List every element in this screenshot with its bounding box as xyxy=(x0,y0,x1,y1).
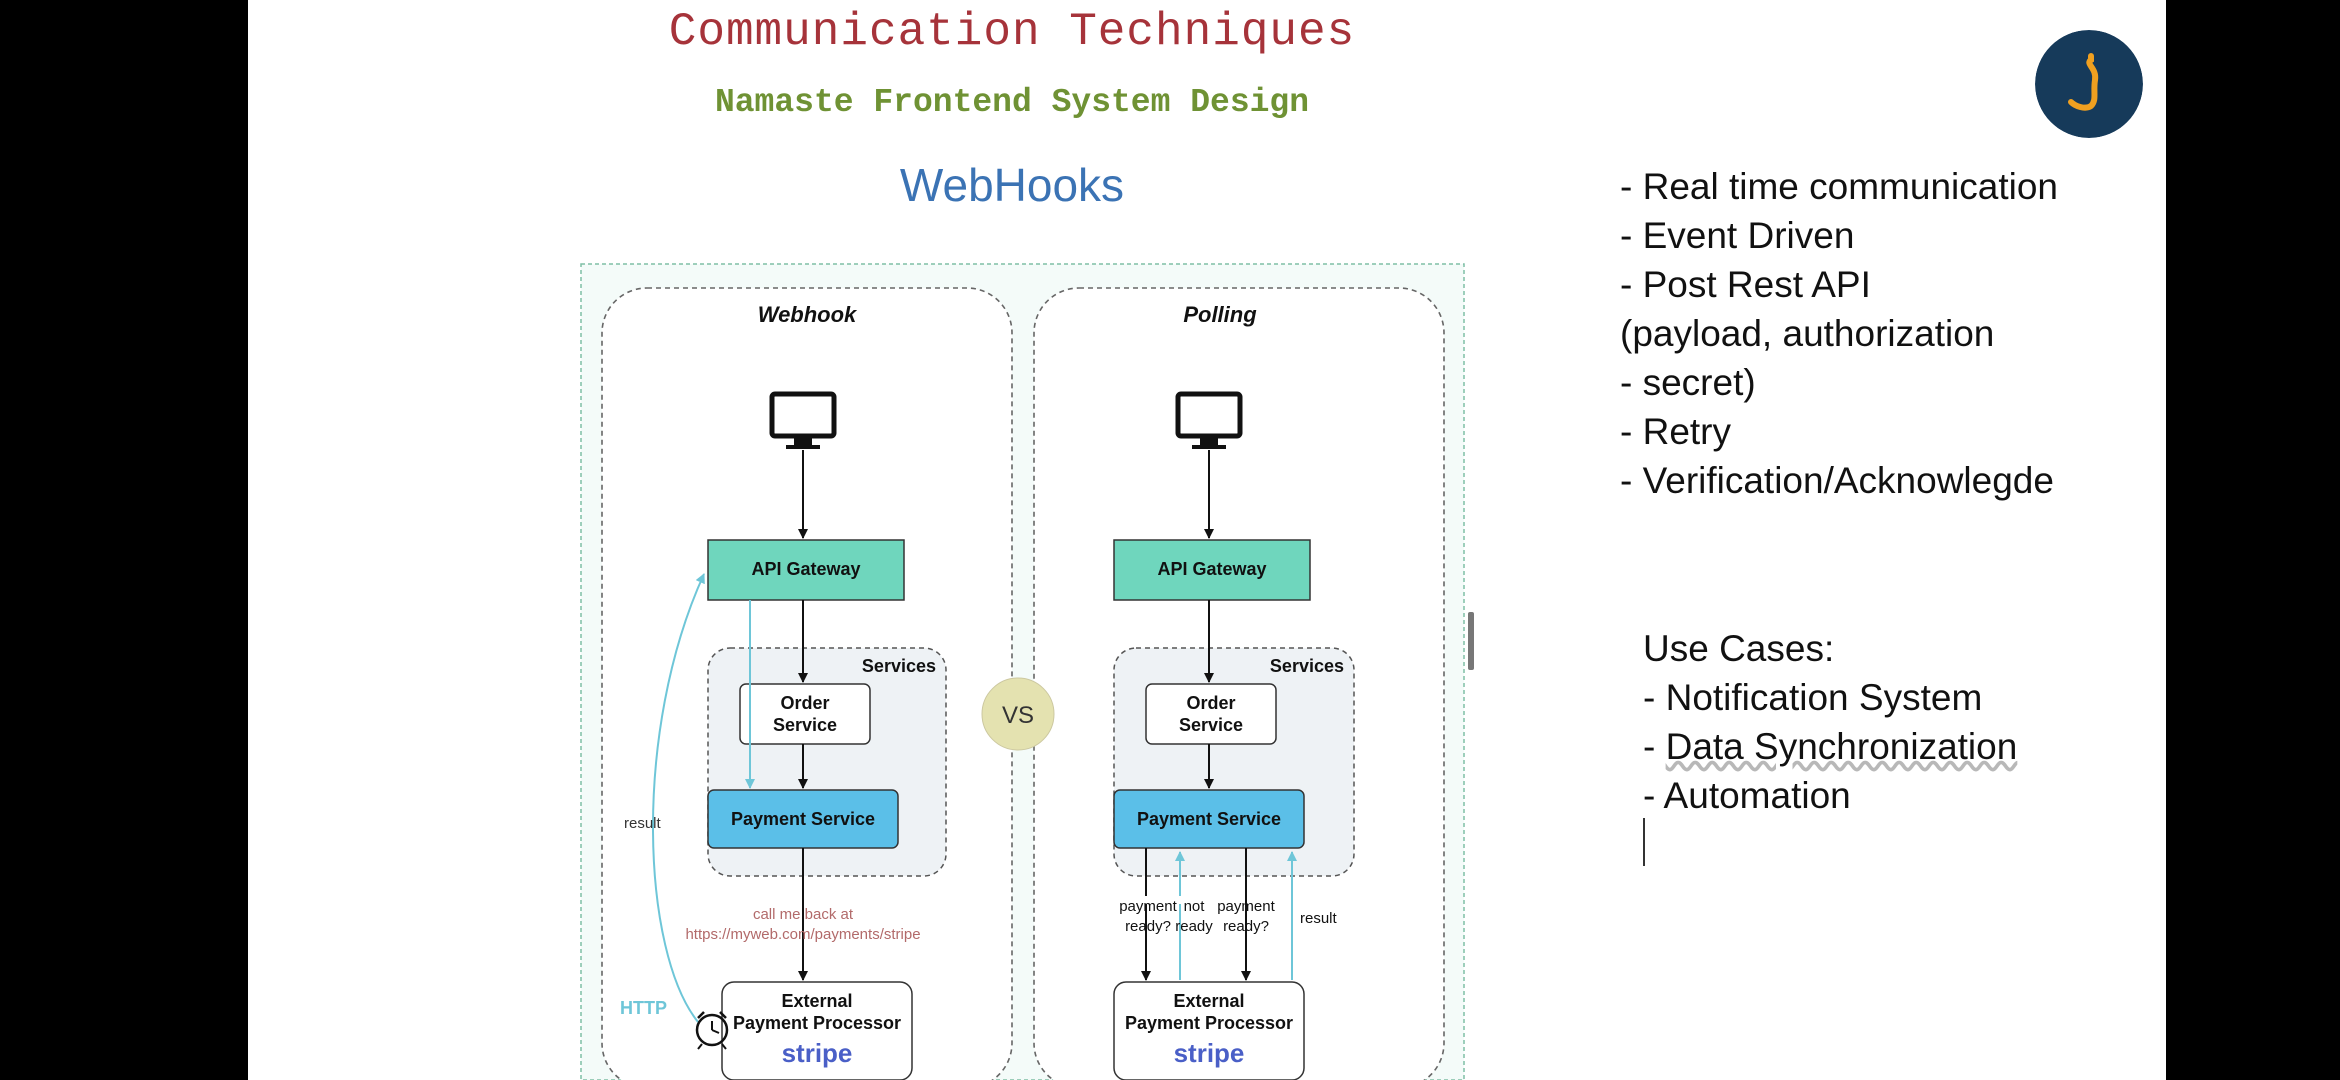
vs-label: VS xyxy=(1002,702,1034,729)
svg-text:Service: Service xyxy=(1179,715,1243,735)
order-service-box xyxy=(739,683,871,745)
logo-icon xyxy=(2035,30,2143,138)
external-processor-label: External xyxy=(781,991,852,1011)
result-arrow xyxy=(652,573,705,1023)
poll-ask-label: payment xyxy=(1119,898,1177,915)
services-label: Services xyxy=(862,656,936,676)
polling-payment-service-label: Payment Service xyxy=(1137,809,1281,829)
polling-external-processor-box xyxy=(1113,981,1305,1080)
order-service-label: Order xyxy=(780,693,829,713)
callback-label: call me back at xyxy=(753,906,854,923)
polling-payment-service-box xyxy=(1113,789,1305,849)
poll-ask-label-2: payment xyxy=(1217,898,1275,915)
svg-text:https://myweb.com/payments/str: https://myweb.com/payments/stripe xyxy=(685,926,920,943)
webhook-vs-polling-diagram: Webhook API Gateway Services Order Servi… xyxy=(580,263,1465,1080)
scroll-handle[interactable] xyxy=(1468,612,1474,670)
feature-list: - Real time communication - Event Driven… xyxy=(1620,162,2058,505)
polling-api-gateway-label: API Gateway xyxy=(1157,559,1266,579)
text-cursor xyxy=(1643,818,1645,866)
use-case-item: - Data Synchronization xyxy=(1643,726,2018,767)
webhook-label: Webhook xyxy=(758,302,858,327)
feature-item: - secret) xyxy=(1620,362,1756,403)
use-cases-heading: Use Cases: xyxy=(1643,628,1835,669)
stripe-logo: stripe xyxy=(782,1038,853,1068)
polling-result-label: result xyxy=(1300,910,1338,927)
use-case-item: - Notification System xyxy=(1643,677,1983,718)
svg-text:Service: Service xyxy=(773,715,837,735)
use-case-item: - Automation xyxy=(1643,775,1851,816)
slide: Communication Techniques Namaste Fronten… xyxy=(248,0,2166,1080)
svg-text:Order: Order xyxy=(1186,693,1235,713)
svg-text:Payment Processor: Payment Processor xyxy=(733,1013,901,1033)
http-label: HTTP xyxy=(620,998,667,1018)
vs-badge-circle xyxy=(981,677,1055,751)
polling-services-label: Services xyxy=(1270,656,1344,676)
slide-title: Communication Techniques xyxy=(668,6,1356,58)
polling-order-service-box xyxy=(1145,683,1277,745)
slide-heading: WebHooks xyxy=(899,159,1125,211)
svg-text:ready?: ready? xyxy=(1223,918,1269,935)
monitor-icon xyxy=(1175,391,1243,449)
polling-label: Polling xyxy=(1183,302,1257,327)
feature-item: - Verification/Acknowlegde xyxy=(1620,460,2054,501)
use-cases: Use Cases: - Notification System - Data … xyxy=(1643,624,2017,820)
monitor-icon xyxy=(769,391,837,449)
use-case-text: Data Synchronization xyxy=(1665,726,2018,767)
feature-item: - Retry xyxy=(1620,411,1731,452)
svg-text:ready?: ready? xyxy=(1125,918,1171,935)
api-gateway-label: API Gateway xyxy=(751,559,860,579)
svg-text:Payment Processor: Payment Processor xyxy=(1125,1013,1293,1033)
feature-item: - Event Driven xyxy=(1620,215,1855,256)
api-gateway-box xyxy=(707,539,905,601)
polling-stripe-logo: stripe xyxy=(1174,1038,1245,1068)
feature-item: - Post Rest API xyxy=(1620,264,1871,305)
external-processor-box xyxy=(721,981,913,1080)
polling-api-gateway-box xyxy=(1113,539,1311,601)
feature-item: - Real time communication xyxy=(1620,166,2058,207)
svg-text:External: External xyxy=(1173,991,1244,1011)
slide-subtitle: Namaste Frontend System Design xyxy=(714,84,1310,121)
not-ready-label: not xyxy=(1184,898,1206,915)
payment-service-label: Payment Service xyxy=(731,809,875,829)
alarm-clock-icon xyxy=(695,1011,729,1050)
result-label: result xyxy=(624,815,662,832)
feature-item: (payload, authorization xyxy=(1620,313,1995,354)
svg-text:ready: ready xyxy=(1175,918,1213,935)
